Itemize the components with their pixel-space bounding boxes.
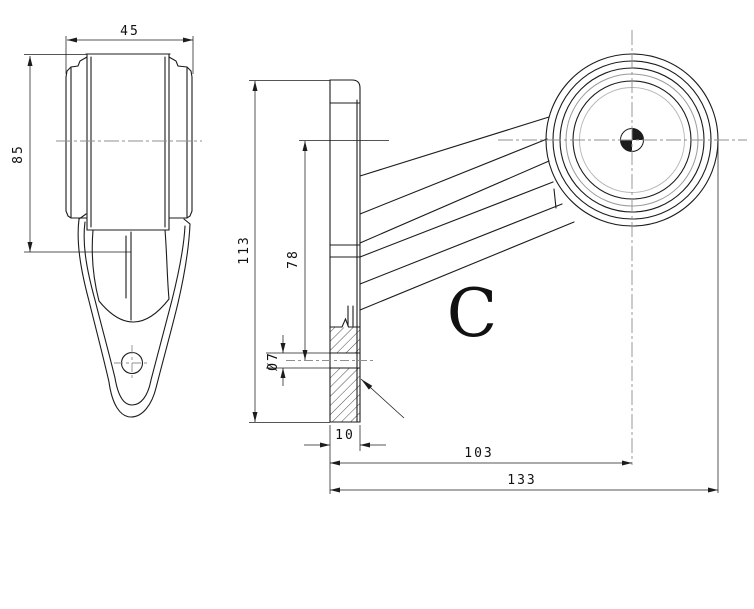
hatch-section-lower [330, 368, 360, 422]
lamp-arm-side [359, 116, 575, 311]
dimension-hole-diameter: Ø7 [266, 335, 330, 386]
rubber-arm-front [91, 229, 170, 323]
dim-width-45-label: 45 [120, 24, 140, 39]
dimension-depth-103: 103 [329, 425, 632, 494]
dim-10-label: 10 [335, 428, 355, 443]
mounting-plate-side [329, 79, 361, 423]
variant-label: C [447, 275, 498, 352]
mounting-bracket-front [77, 213, 191, 418]
dim-height-85-label: 85 [11, 144, 26, 164]
dimension-width-45: 45 [65, 24, 194, 74]
dim-113-label: 113 [237, 235, 252, 264]
dimension-height-85: 85 [11, 54, 131, 253]
dim-133-label: 133 [507, 473, 536, 488]
hatch-section-upper [330, 327, 360, 353]
leader-line [360, 378, 405, 419]
dimension-overall-height-113: 113 [237, 80, 330, 423]
dim-103-label: 103 [464, 446, 493, 461]
dimension-plate-thickness-10: 10 [304, 425, 386, 451]
side-view: 113 78 Ø7 10 [237, 30, 747, 494]
dim-78-label: 78 [286, 249, 301, 269]
front-view: 45 85 [11, 24, 202, 418]
dimension-overall-width-133: 133 [330, 142, 719, 493]
cable-break [329, 305, 361, 328]
lamp-body-front [65, 53, 193, 231]
dimension-center-to-hole-78: 78 [286, 140, 389, 360]
dim-hole-diameter-label: Ø7 [266, 351, 281, 371]
